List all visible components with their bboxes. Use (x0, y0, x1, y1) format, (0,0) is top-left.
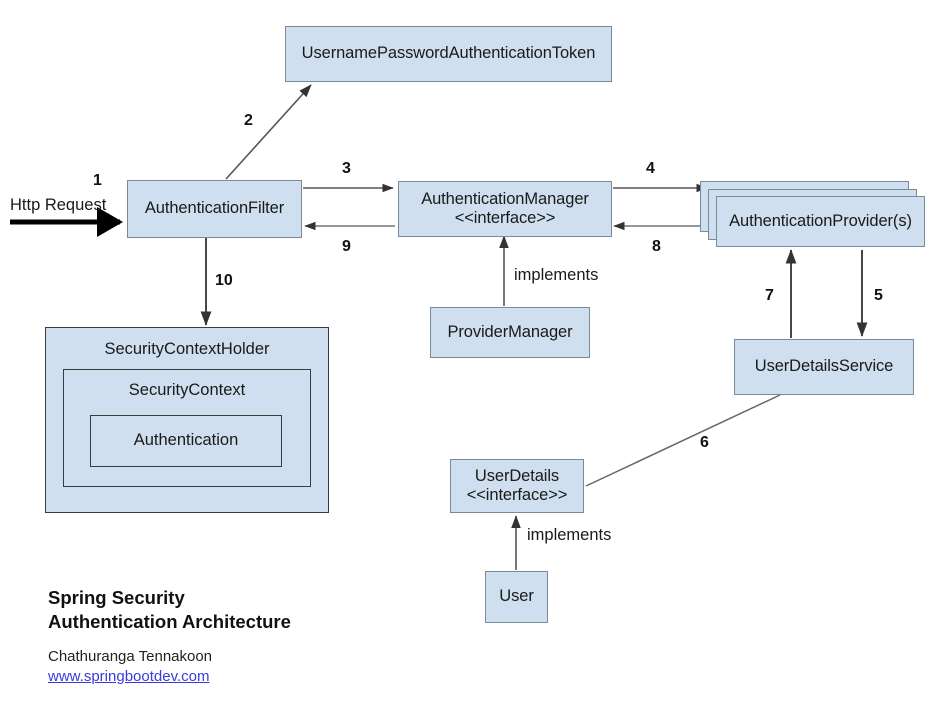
edge-label-6: 6 (700, 434, 709, 451)
node-security-context-holder[interactable]: SecurityContextHolder SecurityContext Au… (45, 327, 329, 513)
node-user[interactable]: User (485, 571, 548, 623)
website-link[interactable]: www.springbootdev.com (48, 668, 210, 685)
label-implements-user: implements (527, 526, 612, 544)
node-authentication-manager[interactable]: AuthenticationManager <<interface>> (398, 181, 612, 237)
edge-label-9: 9 (342, 238, 351, 255)
node-label: SecurityContext (128, 381, 246, 399)
page-title-line-1: Spring Security (48, 587, 185, 608)
node-authentication[interactable]: Authentication (90, 415, 282, 467)
node-label: User (499, 587, 534, 606)
node-authentication-providers[interactable]: AuthenticationProvider(s) (716, 196, 925, 247)
node-label: UsernamePasswordAuthenticationToken (301, 44, 596, 63)
node-stereotype: <<interface>> (454, 209, 556, 227)
edge-label-8: 8 (652, 238, 661, 255)
edge-label-5: 5 (874, 287, 883, 304)
node-username-password-authentication-token[interactable]: UsernamePasswordAuthenticationToken (285, 26, 612, 82)
node-label: UserDetails (474, 466, 560, 485)
node-user-details[interactable]: UserDetails <<interface>> (450, 459, 584, 513)
node-stereotype: <<interface>> (466, 486, 568, 504)
node-label: UserDetailsService (754, 357, 894, 376)
edge-label-10: 10 (215, 272, 233, 289)
edge-label-3: 3 (342, 160, 351, 177)
node-label: AuthenticationProvider(s) (729, 211, 912, 230)
edge-label-4: 4 (646, 160, 655, 177)
node-label: AuthenticationManager (421, 189, 589, 208)
edge-label-7: 7 (765, 287, 774, 304)
node-security-context[interactable]: SecurityContext Authentication (63, 369, 311, 487)
node-label: ProviderManager (447, 322, 573, 341)
node-authentication-filter[interactable]: AuthenticationFilter (127, 180, 302, 238)
edge-6-user-details-service-to-user-details (585, 394, 781, 487)
node-user-details-service[interactable]: UserDetailsService (734, 339, 914, 395)
node-provider-manager[interactable]: ProviderManager (430, 307, 590, 358)
node-label: SecurityContextHolder (104, 340, 270, 358)
edge-label-1: 1 (93, 172, 102, 189)
edge-label-2: 2 (244, 112, 253, 129)
edge-2-filter-to-token (225, 84, 312, 180)
author-name: Chathuranga Tennakoon (48, 648, 213, 665)
node-label: Authentication (133, 431, 239, 449)
label-http-request: Http Request (10, 196, 107, 214)
label-implements-provider-manager: implements (514, 266, 599, 284)
node-label: AuthenticationFilter (144, 199, 285, 218)
page-title-line-2: Authentication Architecture (48, 611, 291, 632)
